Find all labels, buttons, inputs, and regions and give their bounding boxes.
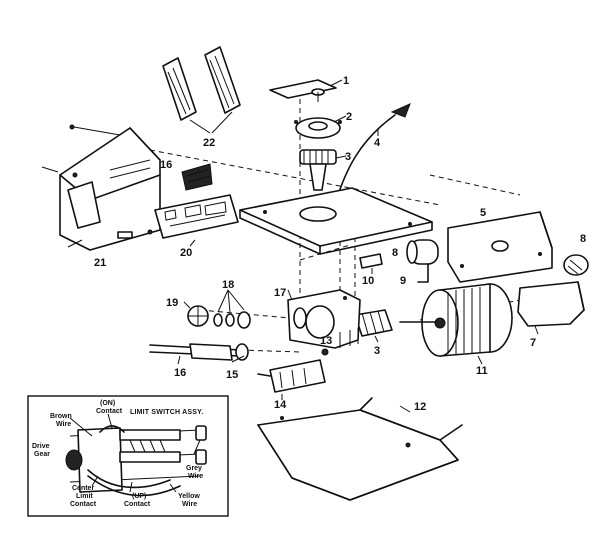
callout-18: 18 xyxy=(222,279,234,291)
switch[interactable] xyxy=(359,253,383,274)
rail-brackets[interactable] xyxy=(162,46,241,134)
inset-label-grey-2: Wire xyxy=(188,473,203,480)
callout-19: 19 xyxy=(166,297,178,309)
logic-board[interactable] xyxy=(117,194,239,247)
spacer-washers[interactable] xyxy=(213,289,251,329)
motor-cover[interactable] xyxy=(41,124,161,251)
callout-3-upper: 3 xyxy=(345,151,351,163)
limit-switch-module[interactable] xyxy=(257,359,326,400)
limit-switch-inset: LIMIT SWITCH ASSY. (ON) Contact Brown Wi… xyxy=(27,395,229,517)
callout-9: 9 xyxy=(400,275,406,287)
inset-label-up-2: Contact xyxy=(124,501,151,508)
inset-label-center-1: Center xyxy=(72,485,94,492)
drive-sprocket[interactable] xyxy=(299,149,347,191)
light-cover[interactable] xyxy=(257,397,463,501)
callout-7: 7 xyxy=(530,337,536,349)
motor[interactable] xyxy=(399,283,513,365)
callout-17: 17 xyxy=(274,287,286,299)
callout-11: 11 xyxy=(476,365,488,377)
callout-22: 22 xyxy=(203,137,215,149)
inset-label-yellow-1: Yellow xyxy=(178,493,200,500)
inset-label-yellow-2: Wire xyxy=(182,501,197,508)
chassis-plate[interactable] xyxy=(239,187,433,255)
callout-10: 10 xyxy=(362,275,374,287)
drive-gear[interactable] xyxy=(183,301,209,327)
callout-8-left: 8 xyxy=(392,247,398,259)
inset-label-center-2: Limit xyxy=(76,493,93,500)
limit-shaft[interactable] xyxy=(149,343,249,365)
worm-gear[interactable] xyxy=(354,309,393,343)
inset-label-brown-1: Brown xyxy=(50,413,72,420)
capacitor[interactable] xyxy=(406,239,439,283)
motor-end-bracket[interactable] xyxy=(517,281,585,335)
inset-label-brown-2: Wire xyxy=(56,421,71,428)
callout-14: 14 xyxy=(274,399,287,411)
inset-label-drive-1: Drive xyxy=(32,443,50,450)
callout-15: 15 xyxy=(226,369,238,381)
inset-label-on-contact-1: (ON) xyxy=(100,400,115,407)
callout-2: 2 xyxy=(346,111,352,123)
inset-label-center-3: Contact xyxy=(70,501,97,508)
callout-3-lower: 3 xyxy=(374,345,380,357)
light-socket[interactable] xyxy=(181,163,213,191)
inset-label-on-contact-2: Contact xyxy=(96,408,123,415)
top-bracket[interactable] xyxy=(269,79,343,102)
callout-numbers: 1 2 3 4 16 22 5 8 8 9 10 7 11 3 13 17 18… xyxy=(94,75,586,413)
callout-12: 12 xyxy=(414,401,426,413)
inset-title: LIMIT SWITCH ASSY. xyxy=(130,409,203,416)
callout-13: 13 xyxy=(320,335,332,347)
rear-panel[interactable] xyxy=(447,211,553,283)
callout-4: 4 xyxy=(374,137,381,149)
callout-20: 20 xyxy=(180,247,192,259)
callout-16-upper: 16 xyxy=(160,159,172,171)
inset-label-up-1: (UP) xyxy=(132,493,146,500)
callout-5: 5 xyxy=(480,207,486,219)
bearing-plate[interactable] xyxy=(294,115,347,139)
inset-label-drive-2: Gear xyxy=(34,451,50,458)
mounting-hardware[interactable] xyxy=(321,328,359,356)
light-lens[interactable] xyxy=(563,254,589,276)
callout-8-right: 8 xyxy=(580,233,586,245)
callout-16-lower: 16 xyxy=(174,367,186,379)
inset-switch-drawing xyxy=(65,413,207,497)
inset-label-grey-1: Grey xyxy=(186,465,202,472)
callout-1: 1 xyxy=(343,75,349,87)
callout-21: 21 xyxy=(94,257,106,269)
